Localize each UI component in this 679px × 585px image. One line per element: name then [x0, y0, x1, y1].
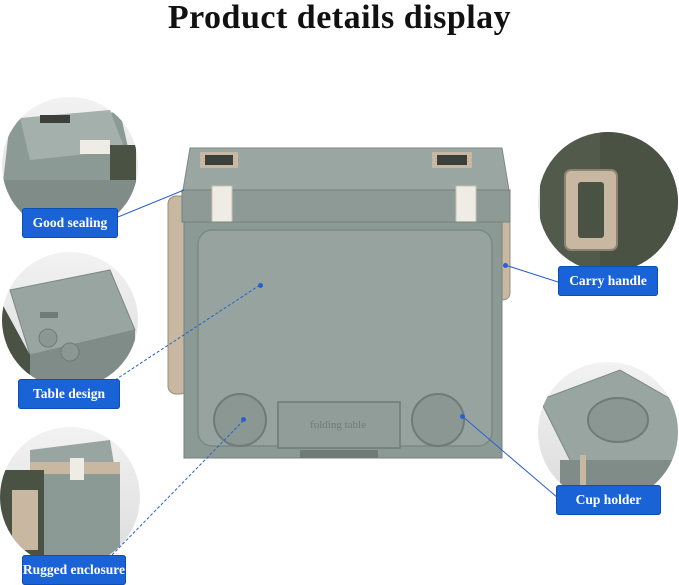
- label-carry-handle: Carry handle: [558, 266, 658, 296]
- detail-circle-sealing: [2, 97, 138, 233]
- label-table-design: Table design: [18, 379, 120, 409]
- embossed-text: folding table: [310, 419, 366, 431]
- label-good-sealing: Good sealing: [22, 208, 118, 238]
- connector-lines: [111, 189, 559, 556]
- detail-circle-enclosure: [0, 427, 140, 567]
- marker-dot-cupholder: [460, 414, 465, 419]
- cooler-main: [167, 147, 511, 459]
- label-cup-holder: Cup holder: [556, 485, 661, 515]
- marker-dot-handle: [503, 263, 508, 268]
- marker-dot-enclosure: [241, 417, 246, 422]
- detail-circle-table: [2, 252, 138, 388]
- marker-dot-table: [258, 283, 263, 288]
- label-rugged-enclosure: Rugged enclosure: [22, 555, 126, 585]
- detail-circle-handle: [538, 132, 678, 272]
- page-title: Product details display: [167, 0, 512, 36]
